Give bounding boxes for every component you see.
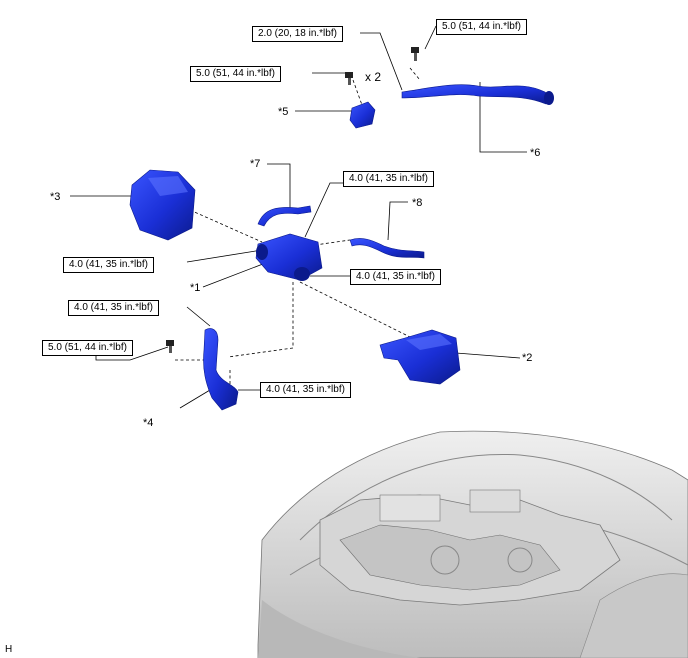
part-2-housing <box>379 329 461 385</box>
callout-2: *2 <box>522 352 533 364</box>
leader-lines <box>70 25 527 409</box>
part-6-hose <box>401 84 554 105</box>
part-7-hose <box>257 205 312 227</box>
torque-label: 4.0 (41, 35 in.*lbf) <box>68 300 159 316</box>
callout-4: *4 <box>143 417 154 429</box>
part-8-hose <box>349 238 425 259</box>
torque-label: 5.0 (51, 44 in.*lbf) <box>190 66 281 82</box>
callout-3: *3 <box>50 191 61 203</box>
torque-label: 2.0 (20, 18 in.*lbf) <box>252 26 343 42</box>
engine-bay-illustration <box>257 430 688 658</box>
bolt-icon <box>166 340 174 353</box>
callout-6: *6 <box>530 147 541 159</box>
bolt-icon <box>411 47 419 61</box>
part-3-housing <box>129 169 196 241</box>
torque-label: 4.0 (41, 35 in.*lbf) <box>260 382 351 398</box>
callout-7: *7 <box>250 158 261 170</box>
corner-mark: H <box>5 644 13 655</box>
part-5-bracket <box>349 101 376 129</box>
torque-label: 4.0 (41, 35 in.*lbf) <box>63 257 154 273</box>
callout-1: *1 <box>190 282 201 294</box>
bolt-icon <box>345 72 353 85</box>
part-4-duct <box>203 328 239 411</box>
torque-label: 5.0 (51, 44 in.*lbf) <box>42 340 133 356</box>
torque-label: 4.0 (41, 35 in.*lbf) <box>350 269 441 285</box>
torque-label: 4.0 (41, 35 in.*lbf) <box>343 171 434 187</box>
dashed-assembly-lines <box>175 67 421 395</box>
part-1-air-cleaner <box>255 233 323 281</box>
torque-label: 5.0 (51, 44 in.*lbf) <box>436 19 527 35</box>
callout-8: *8 <box>412 197 423 209</box>
callout-5: *5 <box>278 106 289 118</box>
quantity-note: x 2 <box>365 70 382 84</box>
